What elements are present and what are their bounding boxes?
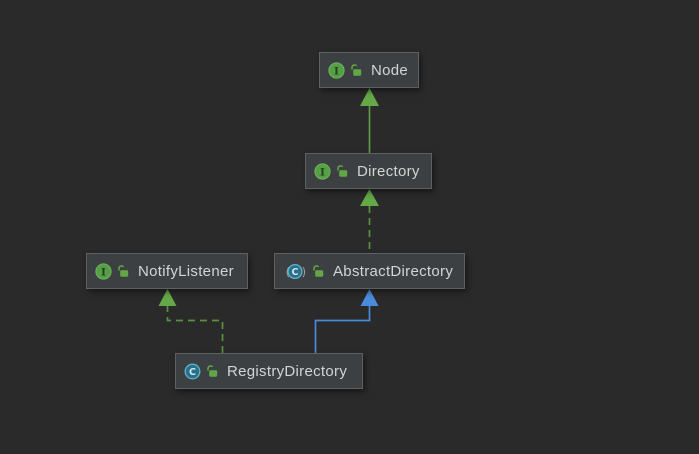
svg-text:I: I xyxy=(334,65,339,77)
uml-node-registrydirectory[interactable]: C RegistryDirectory xyxy=(175,353,363,389)
svg-text:C: C xyxy=(189,367,196,378)
unlocked-padlock-icon xyxy=(116,264,130,278)
svg-text:I: I xyxy=(320,166,325,178)
uml-node-node[interactable]: I Node xyxy=(319,52,419,88)
interface-icon: I xyxy=(328,61,345,79)
abstract-class-icon: ( C ) xyxy=(283,263,307,280)
uml-node-abstractdirectory[interactable]: ( C ) AbstractDirectory xyxy=(274,253,465,289)
unlocked-padlock-icon xyxy=(349,63,363,77)
edge-registrydirectory-extends-abstractdirectory xyxy=(314,289,379,353)
svg-text:C: C xyxy=(292,267,299,278)
interface-icon: I xyxy=(95,262,112,280)
edge-directory-extends-node xyxy=(360,88,379,153)
svg-text:I: I xyxy=(101,266,106,278)
interface-icon: I xyxy=(314,162,331,180)
unlocked-padlock-icon xyxy=(335,164,349,178)
node-label: Directory xyxy=(357,162,420,180)
class-icon: C xyxy=(184,363,201,380)
unlocked-padlock-icon xyxy=(311,264,325,278)
edge-abstractdirectory-implements-directory xyxy=(360,189,379,253)
svg-text:): ) xyxy=(302,265,307,279)
node-label: AbstractDirectory xyxy=(333,262,454,280)
node-label: RegistryDirectory xyxy=(227,362,348,380)
node-label: NotifyListener xyxy=(138,262,234,280)
edge-registrydirectory-implements-notifylistener xyxy=(158,289,224,353)
unlocked-padlock-icon xyxy=(205,364,219,378)
uml-node-directory[interactable]: I Directory xyxy=(305,153,432,189)
node-label: Node xyxy=(371,61,409,79)
uml-node-notifylistener[interactable]: I NotifyListener xyxy=(86,253,248,289)
